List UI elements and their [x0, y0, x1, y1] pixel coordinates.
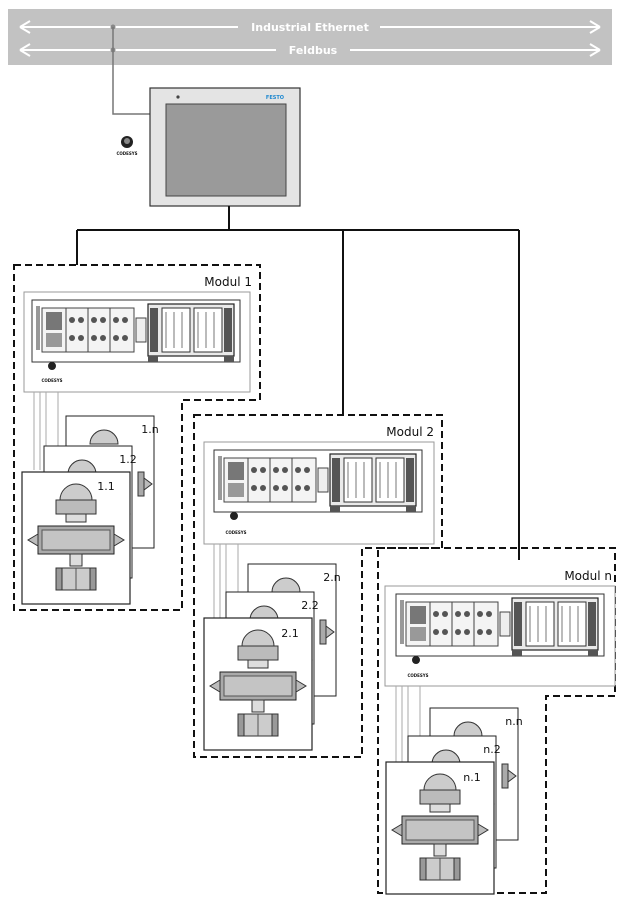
module-2-device-2-label: 2.2	[301, 599, 319, 612]
bus-band	[8, 9, 612, 65]
hmi-panel: FESTO	[149, 87, 301, 207]
module-n-boundary	[377, 547, 616, 894]
module-2-boundary	[193, 414, 443, 758]
panel-brand-label: FESTO	[266, 95, 284, 101]
svg-text:CODESYS: CODESYS	[116, 151, 137, 156]
module-n-device-1-label: n.1	[463, 771, 480, 784]
module-2-codesys-logo: CODESYS	[225, 530, 246, 535]
module-2-device-1-label: 2.1	[281, 627, 299, 640]
module-1-codesys-logo: CODESYS	[41, 378, 62, 383]
module-n-controller	[395, 593, 605, 665]
network-lines	[76, 206, 520, 560]
panel-bus-link	[112, 27, 150, 115]
module-n-device-n-label: n.n	[505, 715, 522, 728]
module-n-codesys-logo: CODESYS	[407, 673, 428, 678]
module-n-label: Modul n	[564, 569, 612, 583]
panel-codesys-logo: CODESYS	[116, 136, 138, 156]
module-1-device-n-label: 1.n	[141, 423, 158, 436]
industrial-ethernet-arrow	[19, 20, 601, 34]
module-1-boundary	[13, 264, 261, 611]
module-1-label: Modul 1	[204, 275, 252, 289]
module-n-device-2-label: n.2	[483, 743, 500, 756]
module-1-controller	[31, 299, 241, 371]
module-1-device-1-label: 1.1	[97, 480, 115, 493]
feldbus-label: Feldbus	[289, 44, 338, 57]
feldbus-arrow	[19, 43, 601, 57]
industrial-ethernet-label: Industrial Ethernet	[251, 21, 369, 34]
module-2-controller	[213, 449, 423, 521]
module-1-device-2-label: 1.2	[119, 453, 137, 466]
module-2-label: Modul 2	[386, 425, 434, 439]
module-2-device-n-label: 2.n	[323, 571, 340, 584]
